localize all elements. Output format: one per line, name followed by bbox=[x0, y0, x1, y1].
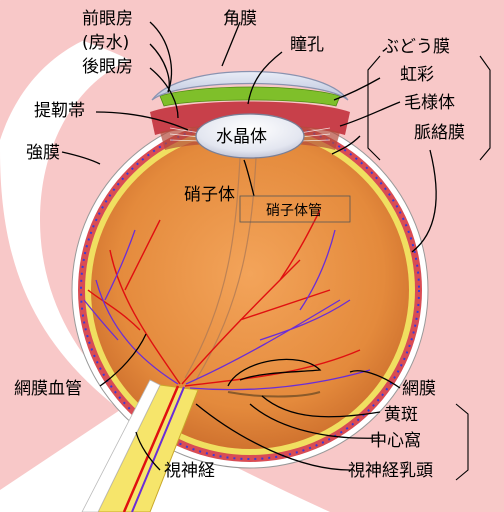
choroid-dots bbox=[80, 120, 420, 460]
central-retinal-vein bbox=[131, 386, 185, 512]
label-aqueous-humor: (房水) bbox=[82, 33, 129, 53]
label-anterior-chamber: 前眼房 bbox=[82, 9, 133, 29]
central-retinal-artery bbox=[122, 385, 180, 512]
label-vitreous-body: 硝子体 bbox=[184, 185, 235, 205]
label-choroid: 脈絡膜 bbox=[414, 123, 465, 143]
leader-lines bbox=[61, 21, 437, 471]
label-cornea: 角膜 bbox=[223, 9, 257, 29]
label-hyaloid-canal: 硝子体管 bbox=[266, 203, 322, 219]
label-iris: 虹彩 bbox=[400, 65, 434, 85]
label-fovea: 中心窩 bbox=[370, 431, 421, 451]
retinal-vessels-veins bbox=[83, 229, 371, 391]
optic-nerve-sheath bbox=[81, 379, 161, 512]
label-optic-nerve: 視神経 bbox=[164, 461, 215, 481]
label-ciliary-body: 毛様体 bbox=[404, 93, 455, 113]
retinal-vessels-arteries bbox=[87, 209, 361, 387]
lens bbox=[195, 113, 305, 159]
label-sclera: 強膜 bbox=[26, 143, 60, 163]
label-lens: 水晶体 bbox=[216, 127, 267, 147]
white-area-left bbox=[0, 150, 120, 490]
cornea bbox=[151, 70, 349, 101]
label-zonule: 提靭帯 bbox=[34, 101, 85, 121]
zonule-fibers bbox=[169, 127, 331, 142]
hyaloid-canal-box bbox=[239, 195, 351, 223]
skin-top-left bbox=[0, 0, 110, 140]
uvea-bracket bbox=[367, 55, 491, 161]
label-pupil: 瞳孔 bbox=[290, 35, 324, 55]
label-uvea: ぶどう膜 bbox=[382, 37, 450, 57]
label-retina: 網膜 bbox=[402, 379, 436, 399]
label-posterior-chamber: 後眼房 bbox=[82, 57, 133, 77]
label-macula: 黄斑 bbox=[384, 405, 418, 425]
label-optic-disc: 視神経乳頭 bbox=[348, 461, 433, 481]
macula-region bbox=[227, 391, 321, 398]
label-retinal-vessels: 網膜血管 bbox=[14, 379, 82, 399]
retina-bracket bbox=[455, 403, 469, 481]
